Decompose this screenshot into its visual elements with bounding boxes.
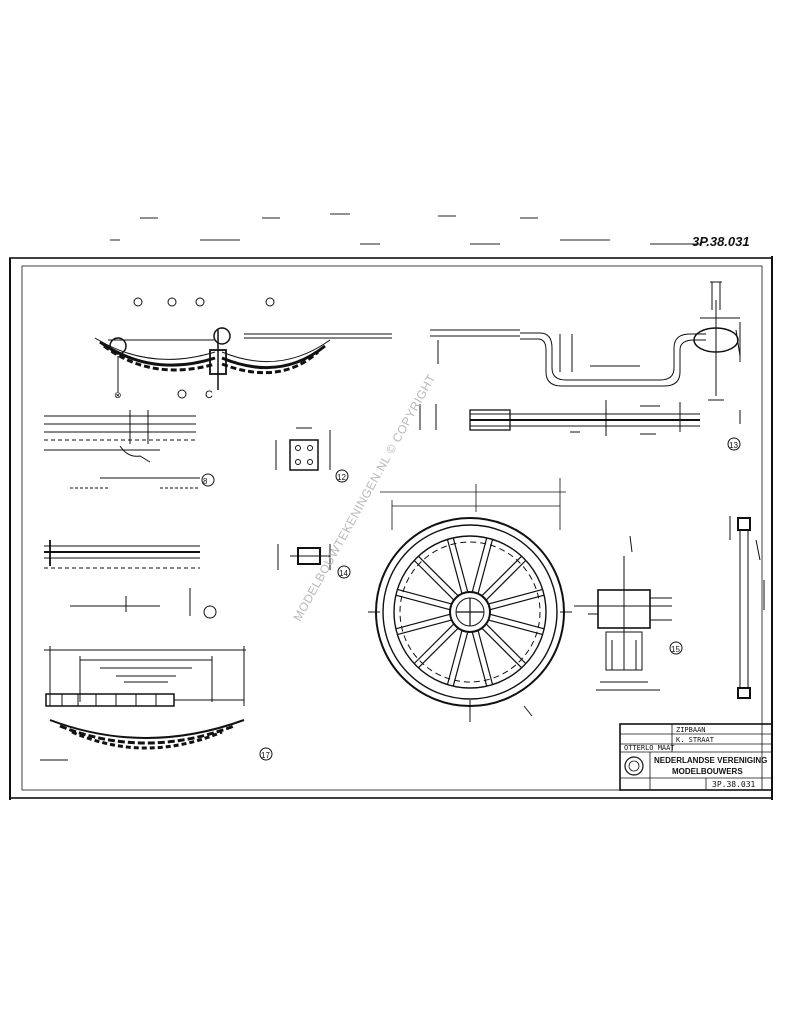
svg-text:C: C — [205, 389, 213, 401]
title-drawing-number: 3P.38.031 — [712, 780, 756, 789]
wheel-spoke — [471, 631, 488, 687]
svg-text:13: 13 — [729, 441, 738, 450]
axle-view — [419, 281, 741, 451]
wheel-spoke — [485, 559, 527, 601]
wheel-spoke — [481, 627, 523, 669]
narrow-strip-view — [729, 516, 765, 699]
wheel-spoke — [395, 594, 451, 611]
wheel-spoke — [488, 619, 543, 636]
association-name-line-1: NEDERLANDSE VERENIGING — [654, 756, 767, 765]
hub-view — [574, 535, 683, 691]
title-row-3: OTTERLO MAAT — [624, 744, 675, 752]
title-row-1: ZIPBAAN — [676, 726, 706, 734]
wheel-spoke — [481, 555, 523, 597]
leaf-spring-long-view — [40, 646, 273, 761]
spring-strip-views — [44, 410, 217, 619]
wheel-spoke — [477, 539, 494, 594]
wheel-spoke — [397, 619, 452, 636]
svg-text:15: 15 — [671, 645, 680, 654]
axle-bracket-view — [275, 427, 351, 579]
wheel-spoke — [489, 613, 545, 630]
svg-text:14: 14 — [339, 569, 348, 578]
wheel-spoke — [489, 594, 545, 611]
wheel-spoke — [417, 555, 459, 597]
wheel-spoke — [485, 623, 527, 665]
wheel-spoke — [413, 559, 455, 601]
view-callouts: 8 17 12 13 14 15 — [203, 441, 738, 760]
svg-text:8: 8 — [203, 477, 208, 486]
wheel-spoke — [471, 537, 488, 593]
wheel-view — [368, 478, 572, 722]
association-name-line-2: MODELBOUWERS — [672, 767, 743, 776]
title-row-2: K. STRAAT — [676, 736, 715, 744]
wheel-spoke — [452, 631, 469, 687]
wheel-spoke — [397, 588, 452, 605]
drawing-frame — [9, 256, 773, 800]
svg-text:12: 12 — [337, 473, 346, 482]
wheel-spoke — [417, 627, 459, 669]
top-scan-marks — [110, 213, 700, 245]
copyright-watermark: MODELBOUWTEKENINGEN.NL © COPYRIGHT — [290, 372, 438, 624]
wheel-spoke — [488, 588, 543, 605]
wheel-spoke — [395, 613, 451, 630]
drawing-number-top: 3P.38.031 — [692, 234, 750, 249]
svg-text:17: 17 — [261, 751, 270, 760]
wheel-spoke — [477, 630, 494, 685]
wheel-spoke — [446, 630, 463, 685]
svg-text:⊗: ⊗ — [114, 390, 122, 400]
leaf-spring-top-view: ⊗ C — [94, 297, 392, 401]
title-block — [619, 723, 773, 791]
wheel-spoke — [446, 539, 463, 594]
wheel-spoke — [452, 537, 469, 593]
wheel-spoke — [413, 623, 455, 665]
